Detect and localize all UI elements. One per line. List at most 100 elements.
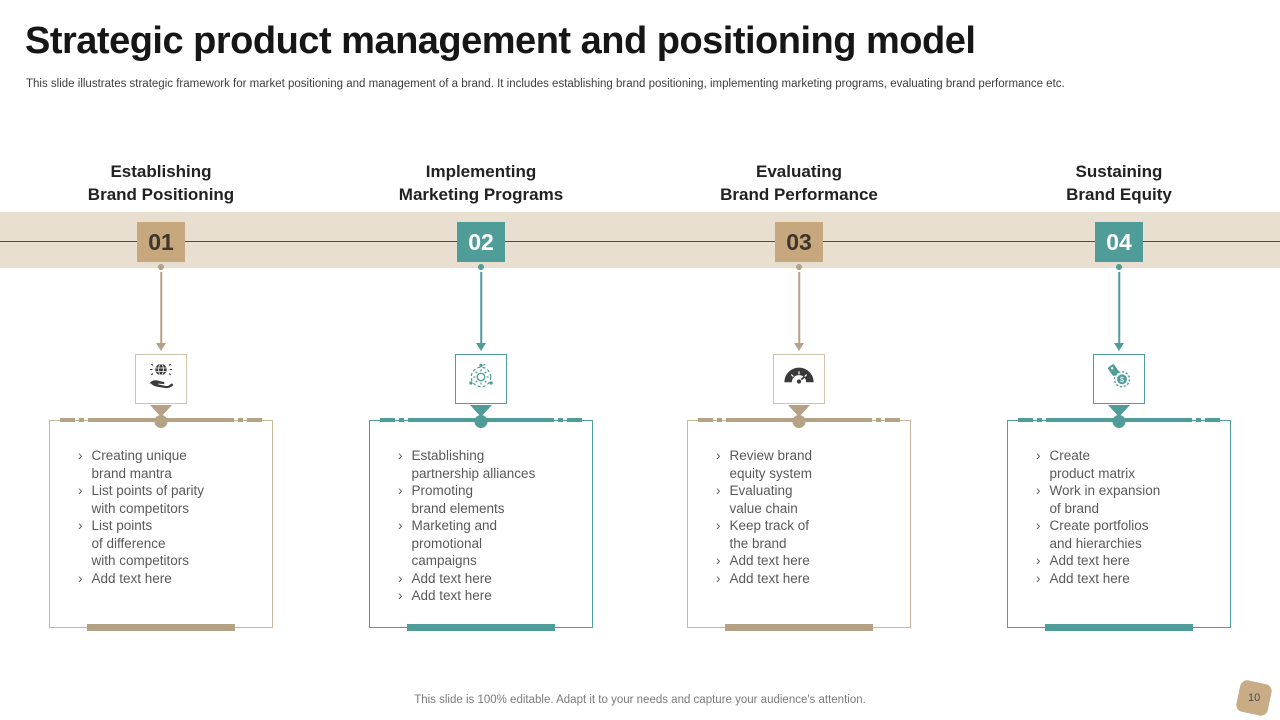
bullet-chevron-icon: › — [398, 518, 403, 533]
connector-dot — [158, 264, 164, 270]
stage-title: Implementing Marketing Programs — [398, 162, 564, 204]
bullet-text: Work in expansion of brand — [1049, 483, 1161, 516]
timeline-line — [0, 241, 1280, 242]
bullet-text: Evaluating value chain — [729, 483, 798, 516]
bullet-item: › Add text here — [1036, 570, 1222, 588]
bullet-chevron-icon: › — [78, 448, 83, 463]
bullet-list: ›Create product matrix›Work in expansion… — [1036, 447, 1222, 587]
bullet-chevron-icon: › — [1036, 483, 1041, 498]
bullet-chevron-icon: › — [78, 518, 83, 533]
stage-text-box: › Creating unique brand mantra › List point… — [49, 415, 273, 631]
bullet-text: Create portfolios and hierarchies — [1049, 518, 1149, 551]
bullet-text: Add text here — [1049, 553, 1130, 568]
connector-dot — [478, 264, 484, 270]
bullet-item: › Add text here — [716, 552, 902, 570]
hand-holding-globe-icon — [143, 359, 179, 400]
connector-dot — [796, 264, 802, 270]
bullet-text: Keep track of the brand — [729, 518, 810, 551]
bullet-text: Creating unique brand mantra — [91, 448, 187, 481]
bullet-item: ›Add text here — [1036, 552, 1222, 570]
stage-icon-box — [773, 354, 825, 404]
bullet-item: ›Create product matrix — [1036, 447, 1222, 482]
bullet-chevron-icon: › — [78, 483, 83, 498]
stage-number-badge: 03 — [775, 222, 823, 262]
bullet-item: ›Evaluating value chain — [716, 482, 902, 517]
bullet-chevron-icon: › — [78, 570, 83, 586]
triangle-pointer-icon — [150, 405, 172, 417]
bullet-text: Marketing and promotional campaigns — [411, 518, 498, 568]
arrow-down-icon — [476, 343, 486, 351]
bullet-item: › Marketing and promotional campaigns — [398, 517, 584, 570]
arrow-down-icon — [1114, 343, 1124, 351]
performance-gauge-icon — [781, 359, 817, 400]
stage-title: Sustaining Brand Equity — [1066, 162, 1172, 204]
stage-title: Establishing Brand Positioning — [87, 162, 235, 204]
bullet-chevron-icon: › — [398, 483, 403, 498]
bullet-chevron-icon: › — [1036, 518, 1041, 533]
bullet-text: Add text here — [729, 570, 810, 586]
bullet-item: ›Add text here — [398, 587, 584, 605]
bullet-item: › Promoting brand elements — [398, 482, 584, 517]
bullet-item: ›Add text here — [398, 570, 584, 588]
connector-line — [160, 272, 162, 343]
bullet-item: › List points of parity with competitors — [78, 482, 264, 517]
box-bottom-bar — [407, 624, 555, 631]
bullet-text: Review brand equity system — [729, 448, 813, 481]
bullet-text: Establishing partnership alliances — [411, 448, 536, 481]
page-number: 10 — [1247, 692, 1261, 704]
arrow-down-icon — [156, 343, 166, 351]
bullet-item: › Add text here — [716, 570, 902, 588]
bullet-item: › Work in expansion of brand — [1036, 482, 1222, 517]
bullet-chevron-icon: › — [716, 570, 721, 586]
bullet-list: › Establishing partnership alliances › Prom… — [398, 447, 584, 605]
triangle-pointer-icon — [1108, 405, 1130, 417]
bullet-chevron-icon: › — [1036, 570, 1041, 586]
connector-dot — [1116, 264, 1122, 270]
connector-line — [798, 272, 800, 343]
page-number-badge: 10 — [1235, 679, 1273, 717]
bullet-chevron-icon: › — [716, 518, 721, 533]
bullet-text: Add text here — [411, 588, 492, 603]
box-top-dot — [792, 415, 806, 428]
bullet-text: Add text here — [729, 553, 810, 568]
stage-column-03: Evaluating Brand Performance 03 › Review … — [687, 150, 911, 631]
stage-column-01: Establishing Brand Positioning 01 › Creat… — [49, 150, 273, 631]
stage-text-box: › Establishing partnership alliances › Prom… — [369, 415, 593, 631]
bullet-item: › Create portfolios and hierarchies — [1036, 517, 1222, 552]
timeline-band — [0, 212, 1280, 268]
bullet-chevron-icon: › — [398, 570, 403, 586]
bullet-list: ›Review brand equity system›Evaluating v… — [716, 447, 902, 587]
bullet-text: List points of parity with competitors — [91, 483, 205, 516]
bullet-item: › Keep track of the brand — [716, 517, 902, 552]
slide-subtitle: This slide illustrates strategic framewo… — [26, 78, 1065, 90]
footer-note: This slide is 100% editable. Adapt it to… — [414, 694, 866, 706]
page-title: Strategic product management and positio… — [25, 20, 976, 62]
bullet-text: Promoting brand elements — [411, 483, 505, 516]
bullet-item: › Establishing partnership alliances — [398, 447, 584, 482]
connector-line — [480, 272, 482, 343]
box-top-dot — [474, 415, 488, 428]
bullet-text: Add text here — [1049, 570, 1130, 586]
box-bottom-bar — [1045, 624, 1193, 631]
stage-number-badge: 04 — [1095, 222, 1143, 262]
box-top-dot — [154, 415, 168, 428]
stage-icon-box — [135, 354, 187, 404]
stage-icon-box: $ — [1093, 354, 1145, 404]
svg-text:$: $ — [1120, 374, 1125, 383]
box-top-dot — [1112, 415, 1126, 428]
process-gear-cycle-icon — [463, 359, 499, 400]
coin-price-tag-icon: $ — [1101, 359, 1137, 400]
bullet-text: Add text here — [91, 570, 172, 586]
bullet-list: › Creating unique brand mantra › List point… — [78, 447, 264, 587]
stage-number-badge: 01 — [137, 222, 185, 262]
bullet-chevron-icon: › — [1036, 448, 1041, 463]
stage-title: Evaluating Brand Performance — [720, 162, 878, 204]
box-bottom-bar — [87, 624, 235, 631]
stage-column-04: Sustaining Brand Equity 04 $ ›Create pro… — [1007, 150, 1231, 631]
bullet-chevron-icon: › — [398, 448, 403, 463]
bullet-chevron-icon: › — [716, 553, 721, 568]
bullet-text: List points of difference with competito… — [91, 518, 190, 568]
stage-text-box: ›Create product matrix›Work in expansion… — [1007, 415, 1231, 631]
stage-number-badge: 02 — [457, 222, 505, 262]
